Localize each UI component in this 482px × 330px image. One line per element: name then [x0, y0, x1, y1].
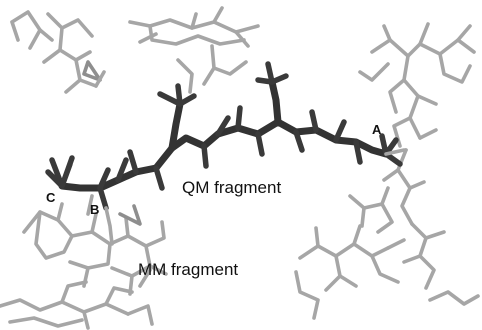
- atom-label-c: C: [46, 190, 56, 205]
- atom-label-b: B: [90, 202, 100, 217]
- mm-environment-top-left: [10, 10, 106, 94]
- mm-environment-top-center: [128, 6, 260, 94]
- qm-mm-boundary: [86, 148, 408, 246]
- qm-fragment-label: QM fragment: [182, 178, 282, 197]
- qm-fragment-molecule: [45, 61, 403, 211]
- mm-fragment-label: MM fragment: [138, 260, 239, 279]
- mm-environment-bottom: [0, 268, 154, 330]
- mm-environment-right: [294, 22, 480, 320]
- atom-label-a: A: [372, 122, 382, 137]
